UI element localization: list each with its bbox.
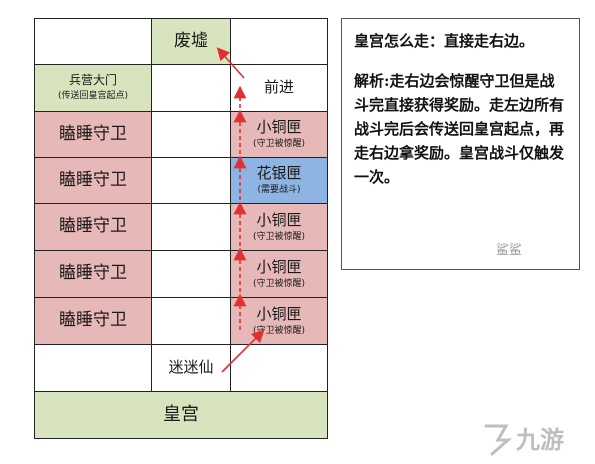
route-answer: 皇宫怎么走：直接走右边。 (354, 32, 535, 50)
guard-wakes-note: (守卫被惊醒) (252, 139, 306, 150)
shark-watermark: 鲨鲨 (496, 239, 522, 258)
grid-cell-mimixian: 迷迷仙 (151, 344, 231, 392)
guard-wakes-note: (守卫被惊醒) (252, 278, 306, 289)
grid-cell-r7-c0 (34, 344, 152, 392)
forward-label: 前进 (263, 78, 294, 97)
grid-cell-copper-box-1: 小铜匣 (守卫被惊醒) (230, 111, 328, 158)
jiuyou-logo-text: 九游 (515, 426, 564, 454)
copper-box-label: 小铜匣 (256, 304, 302, 323)
sleeping-guard-label: 瞌睡守卫 (59, 123, 127, 144)
ruins-label: 废墟 (174, 30, 208, 51)
grid-cell-palace: 皇宫 (34, 391, 328, 439)
sleeping-guard-label: 瞌睡守卫 (59, 216, 127, 237)
grid-cell-r5-c1 (151, 250, 231, 298)
grid-cell-r0-c2 (230, 18, 328, 65)
grid-cell-sleeping-guard-3: 瞌睡守卫 (34, 203, 152, 251)
grid-cell-forward: 前进 (230, 64, 328, 112)
guard-wakes-note: (守卫被惊醒) (252, 231, 306, 242)
grid-cell-silver-box: 花银匣 (需要战斗) (230, 157, 328, 204)
copper-box-label: 小铜匣 (256, 118, 302, 137)
grid-cell-sleeping-guard-4: 瞌睡守卫 (34, 250, 152, 298)
grid-cell-r4-c1 (151, 203, 231, 251)
grid-cell-r6-c1 (151, 297, 231, 345)
grid-cell-r7-c2 (230, 344, 328, 392)
grid-cell-copper-box-4: 小铜匣 (守卫被惊醒) (230, 297, 328, 345)
grid-cell-barracks-gate: 兵营大门 (传送回皇宫起点) (34, 64, 152, 112)
grid-cell-r2-c1 (151, 111, 231, 158)
sleeping-guard-label: 瞌睡守卫 (59, 263, 127, 284)
battle-needed-note: (需要战斗) (257, 185, 301, 196)
grid-cell-sleeping-guard-1: 瞌睡守卫 (34, 111, 152, 158)
grid-cell-r3-c1 (151, 157, 231, 204)
silver-box-label: 花银匣 (256, 164, 302, 183)
grid-cell-r0-c0 (34, 18, 152, 65)
grid-cell-r1-c1 (151, 64, 231, 112)
copper-box-label: 小铜匣 (256, 257, 302, 276)
grid-cell-sleeping-guard-5: 瞌睡守卫 (34, 297, 152, 345)
barracks-gate-label: 兵营大门 (68, 73, 117, 88)
mimixian-label: 迷迷仙 (168, 358, 214, 377)
barracks-gate-note: (传送回皇宫起点) (57, 91, 129, 102)
grid-cell-copper-box-3: 小铜匣 (守卫被惊醒) (230, 250, 328, 298)
sleeping-guard-label: 瞌睡守卫 (59, 169, 127, 190)
guard-wakes-note: (守卫被惊醒) (252, 325, 306, 336)
shark-watermark-text: 鲨鲨 (496, 243, 523, 258)
copper-box-label: 小铜匣 (256, 210, 302, 229)
route-analysis: 解析:走右边会惊醒守卫但是战斗完直接获得奖励。走左边所有战斗完后会传送回皇宫起点… (354, 72, 565, 186)
jiuyou-logo-watermark: 九游 (484, 424, 564, 456)
sleeping-guard-label: 瞌睡守卫 (59, 310, 127, 331)
explanation-panel: 皇宫怎么走：直接走右边。 解析:走右边会惊醒守卫但是战斗完直接获得奖励。走左边所… (341, 18, 580, 270)
grid-cell-ruins: 废墟 (151, 18, 231, 65)
grid-cell-sleeping-guard-2: 瞌睡守卫 (34, 157, 152, 204)
palace-label: 皇宫 (163, 403, 199, 425)
grid-cell-copper-box-2: 小铜匣 (守卫被惊醒) (230, 203, 328, 251)
